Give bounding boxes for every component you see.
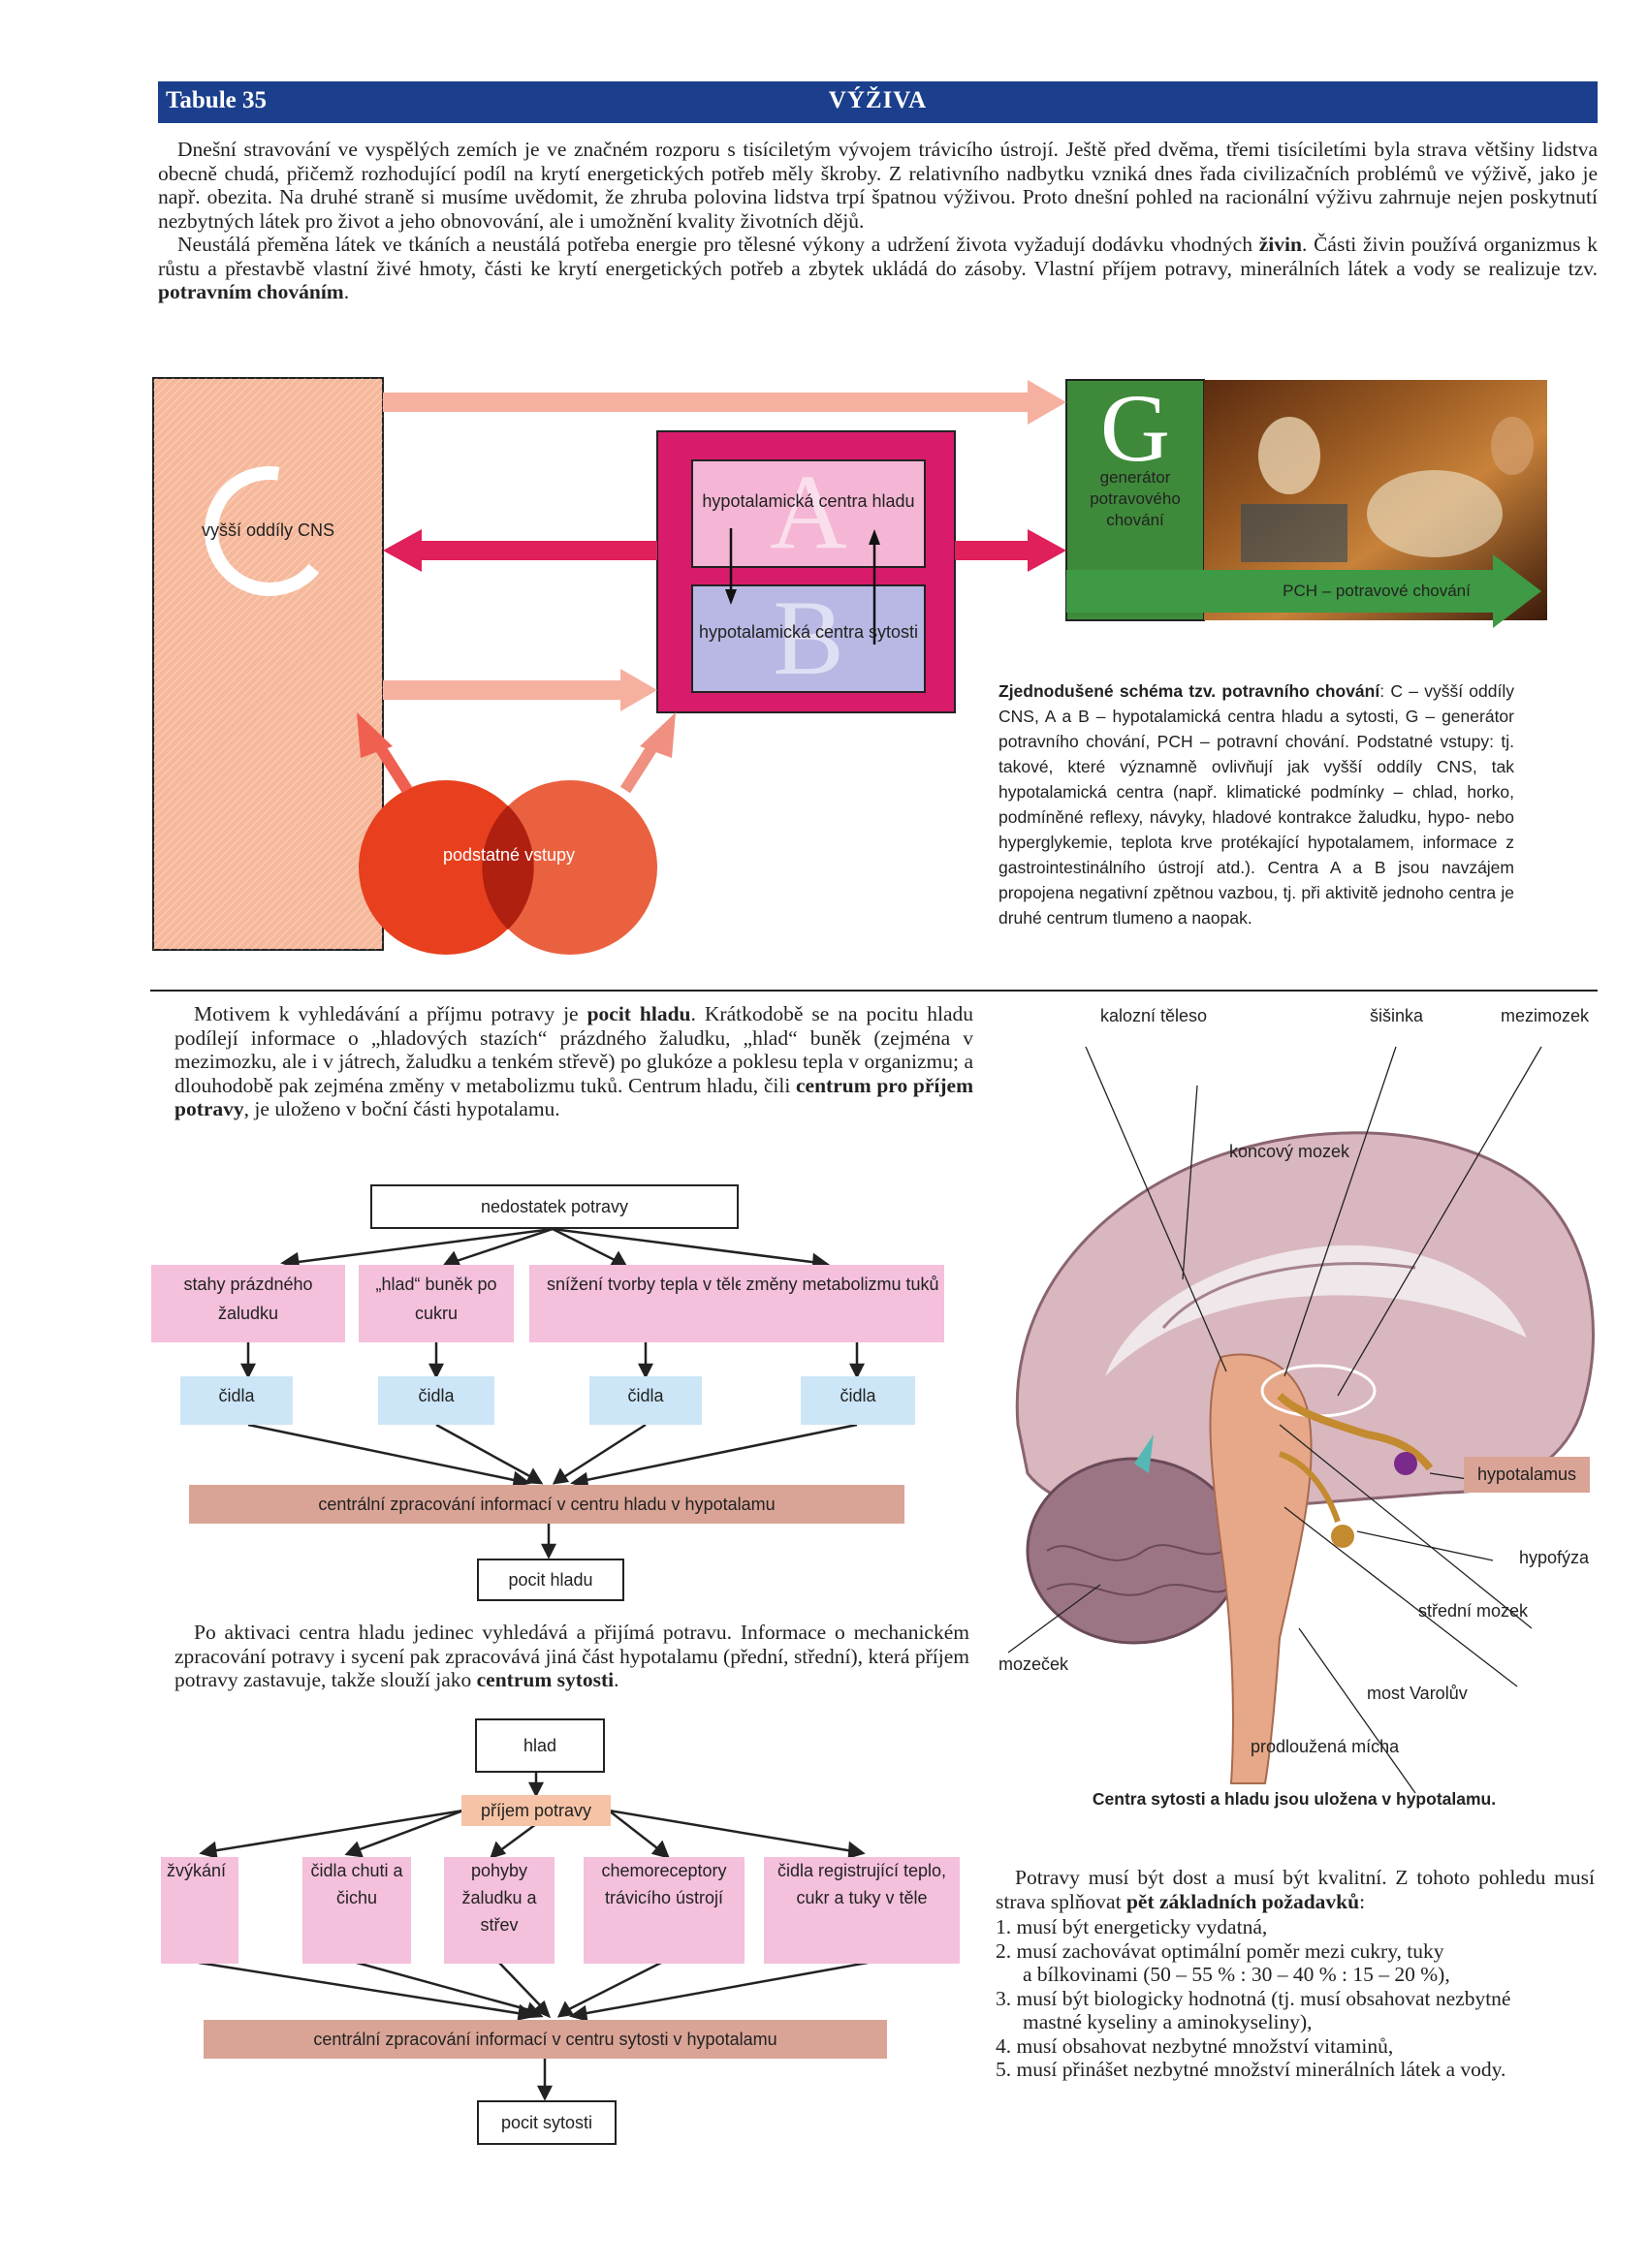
schema-caption: Zjednodušené schéma tzv. potravního chov… — [998, 681, 1514, 928]
label-hypothalamus: hypotalamus — [1464, 1457, 1591, 1493]
requirement-1: 1. musí být energeticky vydatná, — [996, 1915, 1268, 1938]
plate-number: Tabule 35 — [166, 87, 267, 113]
cause-cell-hunger: „hlad“ buněk po cukru — [359, 1265, 514, 1342]
label-cerebellum: mozeček — [998, 1654, 1069, 1674]
satiety-processing-center: centrální zpracování informací v centru … — [204, 2020, 887, 2059]
result-hunger-feeling: pocit hladu — [477, 1559, 624, 1601]
a-label: hypotalamická centra hladu — [702, 491, 915, 511]
arrow-frame-to-g — [955, 529, 1066, 572]
label-pons: most Varolův — [1367, 1684, 1468, 1703]
arrow-frame-to-c — [383, 529, 657, 572]
requirement-2: 2. musí zachovávat optimální poměr mezi … — [996, 1938, 1444, 1963]
g-label: generátor potravového chování — [1090, 468, 1181, 529]
requirements-list: 1. musí být energeticky vydatná, 2. musí… — [996, 1915, 1597, 2082]
page-header: Tabule 35 VÝŽIVA — [158, 81, 1598, 123]
block-c-higher-cns — [152, 377, 384, 951]
hunger-processing-center: centrální zpracování informací v centru … — [189, 1485, 904, 1524]
block-hypothalamus-frame — [656, 430, 956, 713]
cause-heat-reduction: snížení tvorby tepla v těle — [529, 1265, 762, 1342]
flow-top-food-shortage: nedostatek potravy — [370, 1184, 739, 1229]
satiety-taste-smell: čidla chuti a čichu — [302, 1857, 411, 1964]
feeding-behaviour-schema — [152, 377, 1547, 955]
brain-illustration — [1007, 1046, 1595, 1794]
label-corpus-callosum: kalozní těleso — [1100, 1006, 1208, 1025]
hunger-text: Motivem k vyhledávání a příjmu potravy j… — [174, 1002, 973, 1120]
a-letter: A — [770, 453, 847, 571]
g-letter: G — [1099, 374, 1171, 482]
label-midbrain: střední mozek — [1418, 1601, 1529, 1621]
requirement-5: 5. musí přinášet nezbytné množství miner… — [996, 2058, 1506, 2081]
satiety-chemoreceptors: chemoreceptory trávicího ústrojí — [584, 1857, 745, 1964]
intro-paragraph-2: Neustálá přeměna látek ve tkáních a neus… — [158, 233, 1598, 303]
intro-text: Dnešní stravování ve vyspělých zemích je… — [158, 138, 1598, 304]
b-label: hypotalamická centra sytosti — [698, 622, 919, 642]
cause-stomach-contractions: stahy prázdného žaludku — [151, 1265, 345, 1342]
satiety-stomach-movement: pohyby žaludku a střev — [444, 1857, 555, 1964]
requirement-4: 4. musí obsahovat nezbytné množství vita… — [996, 2033, 1394, 2058]
inputs-circles — [359, 780, 657, 955]
flow-top-hunger: hlad — [475, 1718, 605, 1773]
page-title: VÝŽIVA — [828, 87, 928, 113]
satiety-body-sensors: čidla registrující teplo, cukr a tuky v … — [764, 1857, 960, 1964]
label-pituitary: hypofýza — [1519, 1548, 1590, 1567]
requirements-intro: Potravy musí být dost a musí být kvalitn… — [996, 1866, 1595, 1913]
inputs-label: podstatné vstupy — [442, 845, 576, 865]
pch-label: PCH – potravové chování — [1283, 582, 1471, 600]
label-diencephalon: mezimozek — [1501, 1006, 1590, 1025]
requirement-3-cont: mastné kyseliny a aminokyseliny), — [1023, 2010, 1313, 2033]
result-satiety-feeling: pocit sytosti — [477, 2100, 617, 2145]
label-pineal-gland: šišinka — [1370, 1006, 1424, 1025]
sensor-box-1: čidla — [180, 1376, 293, 1425]
cause-fat-metabolism: změny metabolizmu tuků — [741, 1265, 944, 1342]
requirement-2-cont: a bílkovinami (50 – 55 % : 30 – 40 % : 1… — [1023, 1963, 1450, 1986]
b-letter: B — [773, 579, 844, 697]
brain-caption: Centra sytosti a hladu jsou uložena v hy… — [1092, 1789, 1497, 1809]
sensor-box-3: čidla — [589, 1376, 702, 1425]
satiety-chewing: žvýkání — [161, 1857, 238, 1964]
arrow-c-to-g — [383, 380, 1066, 425]
sensor-box-4: čidla — [801, 1376, 915, 1425]
label-telencephalon: koncový mozek — [1229, 1142, 1350, 1161]
intro-paragraph-1: Dnešní stravování ve vyspělých zemích je… — [158, 138, 1598, 233]
label-medulla: prodloužená mícha — [1251, 1737, 1400, 1756]
pch-arrow — [1066, 554, 1541, 628]
requirement-3: 3. musí být biologicky hodnotná (tj. mus… — [996, 1986, 1511, 2010]
sensor-box-2: čidla — [378, 1376, 494, 1425]
food-intake-box: příjem potravy — [461, 1795, 611, 1826]
section-divider — [150, 990, 1598, 992]
c-label: vyšší oddíly CNS — [201, 520, 335, 540]
satiety-text: Po aktivaci centra hladu jedinec vyhledá… — [174, 1621, 969, 1691]
arrow-c-to-frame — [383, 669, 657, 711]
